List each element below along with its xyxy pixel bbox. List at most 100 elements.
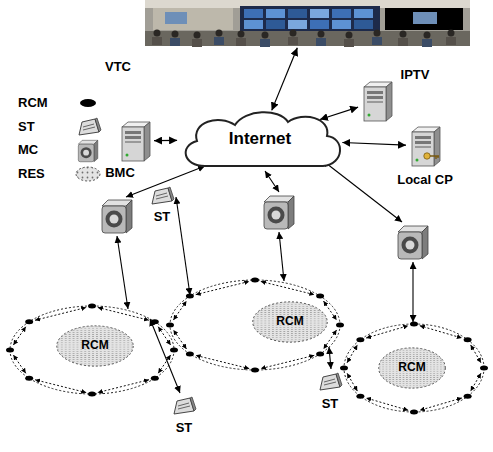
photo-person (318, 31, 325, 38)
rcm-node-dot (251, 278, 259, 283)
rcm-node-dot (25, 319, 33, 324)
network-link (322, 160, 402, 222)
mesh-link (471, 373, 481, 391)
rcm-node-dot (166, 323, 174, 328)
server-slot (125, 141, 141, 143)
photo-person (400, 31, 407, 38)
photo-person (154, 30, 161, 37)
photo-person (448, 30, 455, 37)
mc-icon (398, 226, 428, 259)
mc-lens-inner (83, 150, 89, 156)
mesh-link (471, 345, 481, 363)
server-led (368, 114, 371, 117)
mc-side (126, 200, 132, 233)
rcm-node-dot (410, 322, 418, 327)
legend-label: ST (18, 120, 35, 134)
mc-front (102, 206, 126, 233)
st-slot (178, 403, 190, 409)
network-link (265, 171, 279, 192)
mesh-link (35, 380, 86, 393)
node-label: BMC (105, 166, 135, 180)
node-label: RCM (398, 361, 425, 374)
rcm-node-dot (464, 337, 472, 342)
mesh-link (98, 307, 149, 320)
node-label: Local CP (397, 173, 453, 187)
photo-screen (288, 20, 307, 29)
mesh-link (173, 301, 186, 320)
mesh-link (347, 345, 357, 363)
photo-screen (332, 20, 351, 29)
server-front (122, 127, 144, 161)
server-slot (125, 131, 141, 134)
server-slot (367, 91, 383, 94)
legend-mc-sample (78, 140, 98, 161)
st-terminal: ST (150, 186, 174, 206)
photo-person (260, 39, 270, 47)
photo-screen (244, 20, 263, 29)
node-label: Internet (229, 130, 291, 149)
mc-lens (268, 207, 285, 224)
iptv-server-shape (360, 80, 394, 122)
connector (272, 48, 298, 111)
server-side (434, 127, 440, 166)
photo-screen (310, 20, 329, 29)
photo-screen (354, 9, 373, 18)
rcm-node-dot (316, 294, 324, 299)
mesh-link (366, 398, 408, 410)
connector (342, 142, 406, 145)
photo-screen (332, 9, 351, 18)
mesh-link (35, 307, 86, 320)
key-bow (424, 153, 430, 159)
rcm-node-dot (316, 351, 324, 356)
photo-person (192, 39, 202, 47)
cluster-boundary (344, 324, 484, 412)
node-label: ST (176, 421, 193, 435)
photo-person (262, 32, 269, 39)
mc-icon (102, 200, 132, 233)
res-region: RCM (252, 301, 328, 343)
server-side (386, 82, 392, 121)
network-link (329, 347, 331, 369)
network-link (176, 197, 190, 295)
mc-side (422, 226, 428, 259)
photo-person (172, 31, 179, 38)
server-slot (415, 136, 431, 139)
network-link (412, 262, 413, 322)
server-side (144, 122, 150, 161)
legend-rcm-sample (80, 99, 96, 107)
mesh-link (13, 327, 25, 345)
photo-ground (145, 0, 470, 46)
legend-label: RES (18, 167, 45, 181)
photo-screen (354, 20, 373, 29)
mc-front (78, 144, 94, 162)
mc-lens-inner (272, 211, 281, 220)
photo-person (194, 32, 201, 39)
st-slot (156, 193, 168, 199)
photo-person (170, 38, 180, 46)
local-cp-server: Local CP (408, 125, 442, 167)
st-terminal-shape (172, 396, 196, 416)
mc-lens-inner (110, 215, 119, 224)
server-slot (367, 101, 383, 103)
rcm-node-dot (410, 410, 418, 415)
st-side (190, 397, 196, 411)
server-slot (415, 146, 431, 148)
photo-person (446, 37, 456, 45)
internet-cloud: Internet (175, 108, 345, 170)
st-terminal: ST (172, 396, 196, 416)
network-link (117, 236, 128, 309)
st-slot (83, 124, 95, 130)
rcm-node-dot (25, 376, 33, 381)
photo-person (422, 39, 432, 47)
mesh-link (173, 330, 186, 349)
mc-lens (402, 237, 419, 254)
vtc-photo-shape (145, 0, 470, 46)
mesh-link (366, 326, 408, 338)
cloud-outline (186, 112, 340, 166)
photo-screen-wall (240, 6, 380, 32)
bmc-server: BMC (118, 120, 152, 162)
res-ellipse (253, 302, 327, 342)
server-front (364, 87, 386, 121)
photo-person (216, 30, 223, 37)
